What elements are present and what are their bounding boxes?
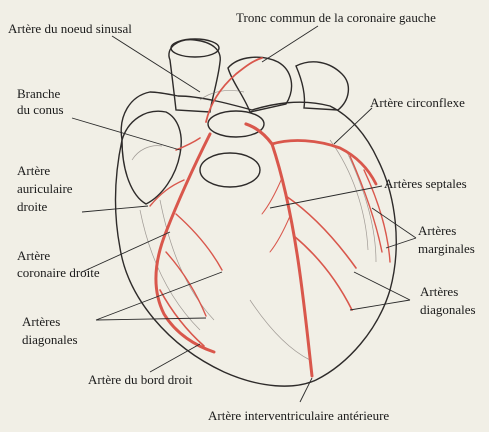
label-branche-conus-1: Branche bbox=[17, 86, 61, 101]
septal-branch-2 bbox=[270, 216, 290, 252]
label-diagonales-gauche-1: Artères bbox=[22, 314, 60, 329]
heart-illustration bbox=[116, 39, 397, 386]
label-diagonales-droite-2: diagonales bbox=[420, 302, 476, 317]
label-coronaire-droite-2: coronaire droite bbox=[17, 265, 100, 280]
label-auriculaire-1: Artère bbox=[17, 163, 50, 178]
aorta bbox=[169, 40, 220, 112]
right-coronary-artery bbox=[156, 134, 214, 352]
aorta-opening bbox=[171, 39, 219, 57]
label-circonflexe: Artère circonflexe bbox=[370, 95, 465, 110]
right-diagonal-1 bbox=[176, 214, 222, 270]
leader-lines bbox=[72, 26, 416, 402]
lad-artery bbox=[272, 144, 312, 376]
label-auriculaire-2: auriculaire bbox=[17, 181, 73, 196]
conus-branch bbox=[176, 138, 200, 150]
heart-body bbox=[116, 92, 397, 386]
label-coronaire-droite-1: Artère bbox=[17, 248, 50, 263]
label-tronc-commun: Tronc commun de la coronaire gauche bbox=[236, 10, 436, 25]
right-diagonal-2 bbox=[166, 252, 206, 316]
aortic-root bbox=[208, 111, 264, 137]
septal-branch-1 bbox=[262, 178, 282, 214]
left-main-artery bbox=[246, 124, 272, 144]
label-diagonales-gauche-2: diagonales bbox=[22, 332, 78, 347]
label-interventriculaire: Artère interventriculaire antérieure bbox=[208, 408, 389, 423]
label-branche-conus-2: du conus bbox=[17, 102, 64, 117]
right-atrium bbox=[122, 111, 181, 204]
label-bord-droit: Artère du bord droit bbox=[88, 372, 193, 387]
label-auriculaire-3: droite bbox=[17, 199, 48, 214]
circumflex-artery bbox=[272, 141, 376, 184]
label-marginales-2: marginales bbox=[418, 241, 475, 256]
label-noeud-sinusal: Artère du noeud sinusal bbox=[8, 21, 132, 36]
label-septales: Artères septales bbox=[384, 176, 467, 191]
pulmonary-root bbox=[200, 153, 260, 187]
labels: Artère du noeud sinusal Tronc commun de … bbox=[8, 10, 476, 423]
label-diagonales-droite-1: Artères bbox=[420, 284, 458, 299]
label-marginales-1: Artères bbox=[418, 223, 456, 238]
